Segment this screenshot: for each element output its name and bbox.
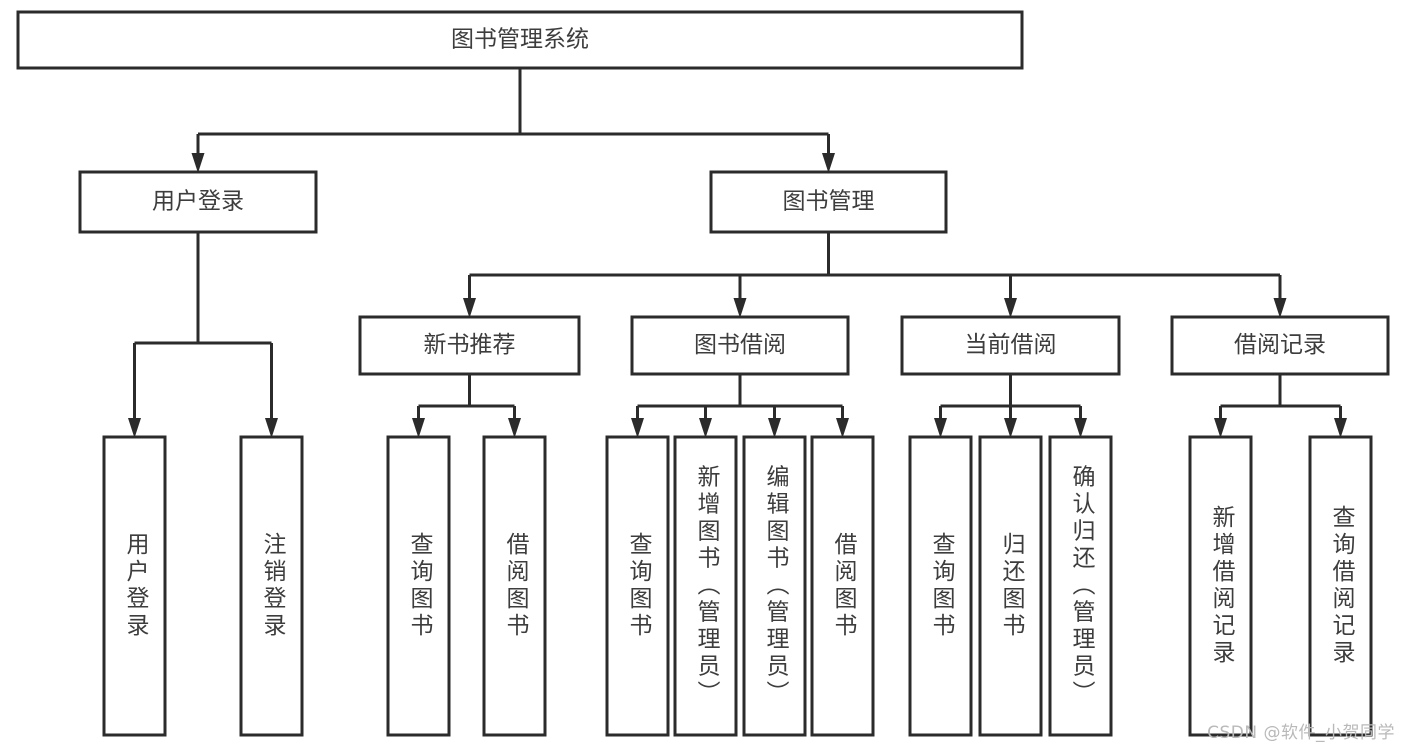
node-leaf-add-book[interactable]: 新增图书（管理员） — [673, 435, 738, 737]
node-box — [908, 435, 973, 737]
node-leaf-query-book-cur[interactable]: 查询图书 — [908, 435, 973, 737]
arrow-head-icon — [191, 153, 205, 173]
node-box — [239, 435, 304, 737]
node-borrow[interactable]: 图书借阅 — [630, 315, 850, 376]
node-box — [358, 315, 581, 376]
node-leaf-add-record[interactable]: 新增借阅记录 — [1188, 435, 1253, 737]
node-leaf-query-record[interactable]: 查询借阅记录 — [1308, 435, 1373, 737]
node-label: 查询借阅记录 — [1328, 505, 1356, 667]
node-box — [1170, 315, 1390, 376]
connector-current — [934, 374, 1087, 438]
node-label: 用户登录 — [122, 532, 150, 640]
arrow-head-icon — [1074, 418, 1087, 438]
node-current[interactable]: 当前借阅 — [900, 315, 1121, 376]
arrow-head-icon — [1214, 418, 1227, 438]
node-leaf-edit-book[interactable]: 编辑图书（管理员） — [742, 435, 807, 737]
arrow-head-icon — [768, 418, 781, 438]
node-label: 用户登录 — [152, 189, 244, 215]
node-label: 归还图书 — [998, 532, 1026, 640]
node-label: 注销登录 — [259, 532, 287, 640]
node-label: 新增图书（管理员） — [693, 465, 721, 708]
node-leaf-borrow-book[interactable]: 借阅图书 — [810, 435, 875, 737]
node-box — [1308, 435, 1373, 737]
node-label: 查询图书 — [406, 532, 434, 640]
node-label: 新增借阅记录 — [1208, 505, 1236, 667]
arrow-head-icon — [836, 418, 849, 438]
arrow-head-icon — [412, 418, 425, 438]
node-label: 图书借阅 — [694, 332, 786, 358]
connector-login — [128, 232, 278, 438]
node-label: 查询图书 — [928, 532, 956, 640]
arrow-head-icon — [1004, 298, 1017, 318]
node-box — [630, 315, 850, 376]
node-leaf-return-book[interactable]: 归还图书 — [978, 435, 1043, 737]
arrow-head-icon — [1273, 298, 1287, 318]
watermark-label: CSDN @软件_小贺同学 — [1207, 723, 1395, 743]
node-box — [900, 315, 1121, 376]
node-box — [482, 435, 547, 737]
arrow-head-icon — [508, 418, 521, 438]
node-leaf-confirm-return[interactable]: 确认归还（管理员） — [1048, 435, 1113, 737]
node-box — [978, 435, 1043, 737]
connector-records — [1214, 374, 1347, 438]
node-box — [16, 10, 1024, 70]
connector-root — [191, 68, 835, 173]
arrow-head-icon — [1334, 418, 1347, 438]
node-leaf-user-logout[interactable]: 注销登录 — [239, 435, 304, 737]
arrow-head-icon — [733, 298, 747, 318]
node-leaf-borrow-book-new[interactable]: 借阅图书 — [482, 435, 547, 737]
node-login[interactable]: 用户登录 — [78, 170, 318, 234]
node-box — [1048, 435, 1113, 737]
node-label: 确认归还（管理员） — [1068, 465, 1096, 708]
node-box — [742, 435, 807, 737]
node-newbook[interactable]: 新书推荐 — [358, 315, 581, 376]
node-leaf-user-login[interactable]: 用户登录 — [102, 435, 167, 737]
arrow-head-icon — [934, 418, 947, 438]
node-label: 编辑图书（管理员） — [762, 465, 790, 708]
node-box — [78, 170, 318, 234]
node-box — [709, 170, 948, 234]
connector-newbook — [412, 374, 521, 438]
node-records[interactable]: 借阅记录 — [1170, 315, 1390, 376]
arrow-head-icon — [1004, 418, 1017, 438]
connector-borrow — [631, 374, 849, 438]
node-label: 查询图书 — [625, 532, 653, 640]
node-box — [102, 435, 167, 737]
node-label: 借阅图书 — [830, 532, 858, 640]
arrow-head-icon — [699, 418, 712, 438]
node-root[interactable]: 图书管理系统 — [16, 10, 1024, 70]
connector-layer — [128, 68, 1347, 438]
node-label: 当前借阅 — [965, 332, 1057, 358]
arrow-head-icon — [463, 298, 476, 318]
node-label: 借阅记录 — [1234, 332, 1326, 358]
arrow-head-icon — [631, 418, 644, 438]
node-box — [810, 435, 875, 737]
node-layer: 图书管理系统用户登录图书管理新书推荐图书借阅当前借阅借阅记录用户登录注销登录查询… — [16, 10, 1390, 737]
node-label: 图书管理 — [783, 189, 875, 215]
node-box — [605, 435, 670, 737]
node-leaf-query-book[interactable]: 查询图书 — [605, 435, 670, 737]
arrow-head-icon — [265, 418, 278, 438]
node-box — [673, 435, 738, 737]
arrow-head-icon — [128, 418, 141, 438]
connector-bookmgmt — [463, 232, 1287, 318]
node-box — [1188, 435, 1253, 737]
node-label: 借阅图书 — [502, 532, 530, 640]
node-bookmgmt[interactable]: 图书管理 — [709, 170, 948, 234]
node-label: 新书推荐 — [424, 332, 516, 358]
node-box — [386, 435, 451, 737]
arrow-head-icon — [822, 153, 835, 173]
node-label: 图书管理系统 — [451, 27, 589, 53]
node-leaf-query-book-new[interactable]: 查询图书 — [386, 435, 451, 737]
